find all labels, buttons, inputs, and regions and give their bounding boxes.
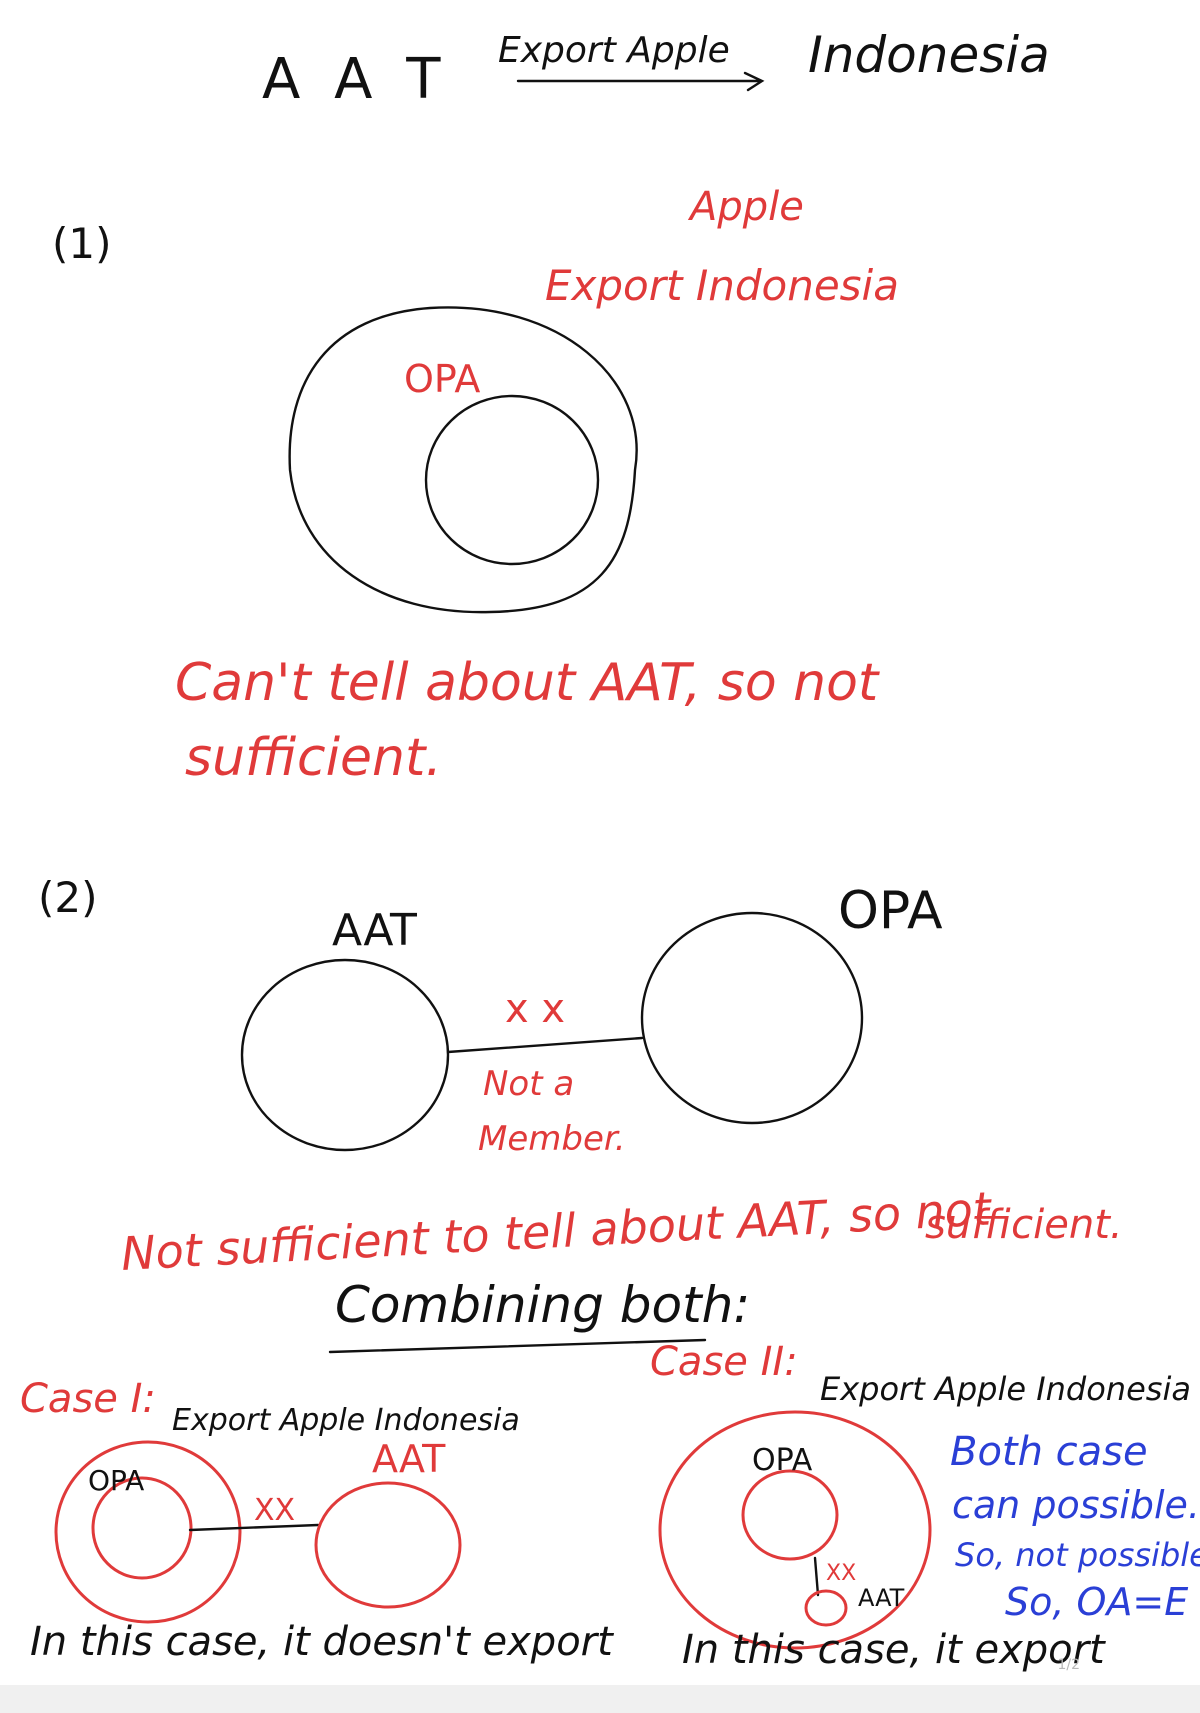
combined-section: Combining both: Case I: Export Apple Ind… <box>20 1276 1200 1673</box>
statement-2-conclusion-tail: sufficient. <box>925 1202 1123 1248</box>
statement-2-cross: x x <box>505 986 565 1032</box>
case-2-small-label: AAT <box>858 1584 905 1612</box>
case-2-inner-label: OPA <box>752 1443 813 1478</box>
case-1-outer-label: Export Apple Indonesia <box>172 1403 520 1438</box>
case-1-conclusion: In this case, it doesn't export <box>30 1619 614 1665</box>
statement-2-number: (2) <box>38 873 98 922</box>
statement-1-inner-label: OPA <box>404 357 480 401</box>
case-1-label: Case I: <box>20 1376 156 1422</box>
final-note-line1: Both case <box>950 1429 1148 1475</box>
statement-2-not-member-line1: Not a <box>483 1064 574 1104</box>
statement-2-right-label: OPA <box>838 881 943 941</box>
header: A A T Export Apple Indonesia <box>262 26 1050 112</box>
final-note-line4: So, OA=E <box>1005 1580 1188 1624</box>
case-2-connector-line <box>813 1556 820 1597</box>
heading-underline <box>328 1338 707 1354</box>
case-2-aat-circle <box>804 1589 848 1627</box>
statement-1-conclusion-line2: sufficient. <box>185 728 442 788</box>
case-2-cross: XX <box>826 1561 856 1586</box>
case-2-label: Case II: <box>650 1339 798 1385</box>
final-note: Both case can possible. So, not possible… <box>950 1429 1200 1624</box>
header-left: A A T <box>262 47 448 112</box>
statement-1-annotation-line1: Apple <box>687 184 804 230</box>
case-1-inner-circle <box>91 1476 193 1580</box>
final-note-line2: can possible. <box>952 1483 1200 1527</box>
aat-set-circle <box>240 958 450 1152</box>
case-1-inner-label: OPA <box>88 1464 144 1497</box>
case-2-conclusion: In this case, it export <box>682 1627 1106 1673</box>
header-right: Indonesia <box>808 26 1050 84</box>
opa-set-circle <box>640 911 864 1125</box>
case-1-aat-circle <box>314 1481 462 1609</box>
case-1-other-label: AAT <box>372 1437 446 1481</box>
outer-set-circle <box>288 306 638 614</box>
page-indicator: 1/2 <box>1057 1657 1080 1673</box>
combined-heading: Combining both: <box>335 1276 750 1334</box>
inner-set-circle <box>424 394 600 566</box>
connector-line <box>446 1036 644 1054</box>
case-2-outer-label: Export Apple Indonesia <box>820 1370 1191 1408</box>
statement-1-annotation-line2: Export Indonesia <box>545 261 899 310</box>
statement-1-conclusion-line1: Can't tell about AAT, so not <box>175 653 880 713</box>
case-1-cross: XX <box>254 1493 295 1528</box>
statement-1-number: (1) <box>52 219 112 268</box>
statement-2-conclusion-main: Not sufficient to tell about AAT, so not <box>120 1181 994 1281</box>
right-arrow-icon <box>516 71 765 92</box>
case-2-outer-circle <box>658 1410 932 1650</box>
statement-2-left-label: AAT <box>332 905 417 956</box>
final-note-line3: So, not possible <box>955 1536 1200 1574</box>
case-1: Case I: Export Apple Indonesia OPA XX AA… <box>20 1376 614 1665</box>
case-1-outer-circle <box>54 1440 242 1624</box>
header-arrow-label: Export Apple <box>498 30 730 71</box>
case-2-inner-circle <box>741 1469 839 1561</box>
bottom-bar <box>0 1685 1200 1713</box>
statement-1: (1) Apple Export Indonesia OPA Can't tel… <box>52 184 899 788</box>
statement-2-not-member-line2: Member. <box>478 1119 626 1159</box>
case-2: Case II: Export Apple Indonesia OPA XX A… <box>650 1339 1191 1673</box>
statement-2: (2) AAT OPA x x Not a Member. Not suffic… <box>38 873 1123 1281</box>
case-1-connector-line <box>188 1523 320 1532</box>
